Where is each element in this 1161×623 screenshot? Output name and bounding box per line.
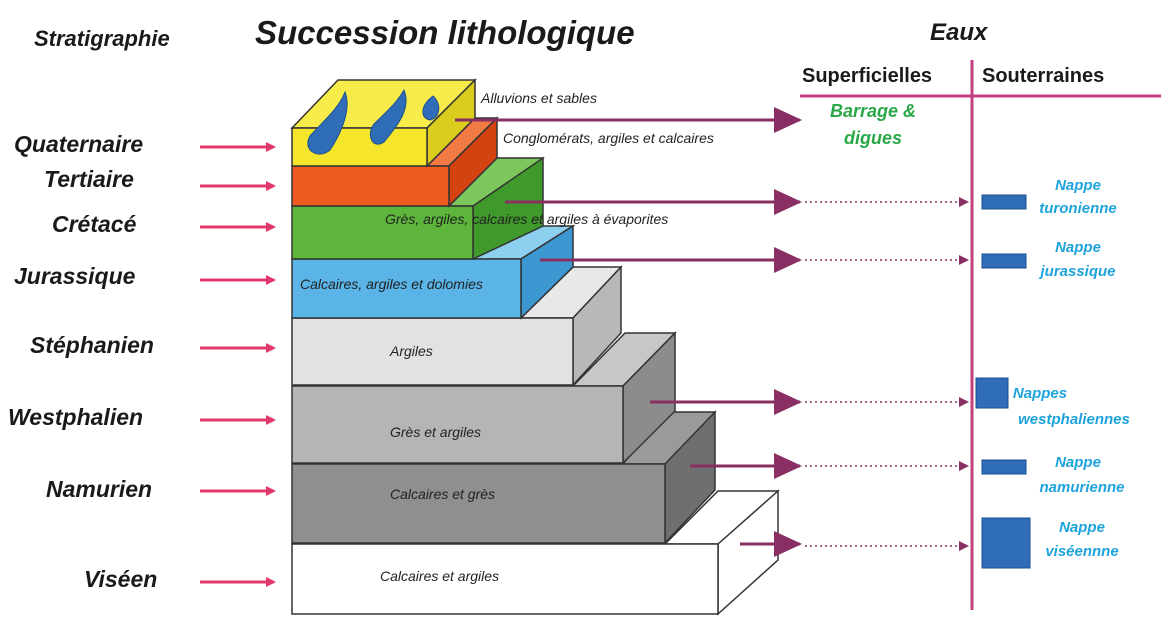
stage-name-westphalien: Westphalien xyxy=(8,404,143,430)
aquifer-box-jurassique xyxy=(981,253,1027,269)
block-viseen xyxy=(291,489,780,616)
rock-label-cretace: Grès, argiles, calcaires et argiles à év… xyxy=(385,211,668,227)
aquifer-label-viseenne-line2: viséennne xyxy=(1045,543,1118,560)
block-westphalien xyxy=(291,331,677,465)
aquifer-box-turonienne xyxy=(981,194,1027,210)
aquifer-label-jurassique-line1: Nappe xyxy=(1055,239,1101,256)
stratigraphy-heading: Stratigraphie xyxy=(34,26,170,51)
stage-name-cretace: Crétacé xyxy=(52,211,137,237)
water-drops xyxy=(307,88,440,155)
lithology-heading: Succession lithologique xyxy=(255,14,635,51)
aquifer-label-turonienne-line2: turonienne xyxy=(1039,200,1117,217)
stage-name-quaternaire: Quaternaire xyxy=(14,131,143,157)
rock-label-viseen: Calcaires et argiles xyxy=(380,568,499,584)
aquifer-label-namurienne-line1: Nappe xyxy=(1055,454,1101,471)
block-quaternaire xyxy=(290,78,477,168)
underground-heading: Souterraines xyxy=(982,65,1104,87)
rock-label-tertiaire: Conglomérats, argiles et calcaires xyxy=(503,130,714,146)
rock-label-jurassique: Calcaires, argiles et dolomies xyxy=(300,276,483,292)
stage-name-tertiaire: Tertiaire xyxy=(44,166,134,192)
rock-label-stephanien: Argiles xyxy=(389,343,433,359)
rock-label-westphalien: Grès et argiles xyxy=(390,424,481,440)
aquifer-box-namurienne xyxy=(981,459,1027,475)
surface-water-label-line1: Barrage & xyxy=(830,101,916,121)
surface-heading: Superficielles xyxy=(802,65,932,87)
aquifer-box-viseenne xyxy=(981,517,1031,569)
waters-heading: Eaux xyxy=(930,19,989,46)
rock-label-quaternaire: Alluvions et sables xyxy=(480,90,597,106)
aquifer-label-viseenne-line1: Nappe xyxy=(1059,519,1105,536)
stage-name-jurassique: Jurassique xyxy=(14,263,136,289)
surface-water-label-line2: digues xyxy=(844,128,902,148)
aquifer-label-namurienne-line2: namurienne xyxy=(1039,479,1124,496)
aquifer-label-turonienne-line1: Nappe xyxy=(1055,177,1101,194)
aquifer-label-westphaliennes-line1: Nappes xyxy=(1013,385,1067,402)
stage-name-viseen: Viséen xyxy=(84,566,157,592)
stage-name-namurien: Namurien xyxy=(46,476,152,502)
block-jurassique xyxy=(291,224,576,320)
block-stephanien xyxy=(291,265,623,387)
aquifer-box-westphaliennes xyxy=(975,377,1009,409)
block-namurien xyxy=(291,410,717,545)
aquifer-label-jurassique-line2: jurassique xyxy=(1038,263,1115,280)
stage-name-stephanien: Stéphanien xyxy=(30,332,154,358)
rock-label-namurien: Calcaires et grès xyxy=(390,486,495,502)
aquifer-label-westphaliennes-line2: westphaliennes xyxy=(1018,411,1130,428)
